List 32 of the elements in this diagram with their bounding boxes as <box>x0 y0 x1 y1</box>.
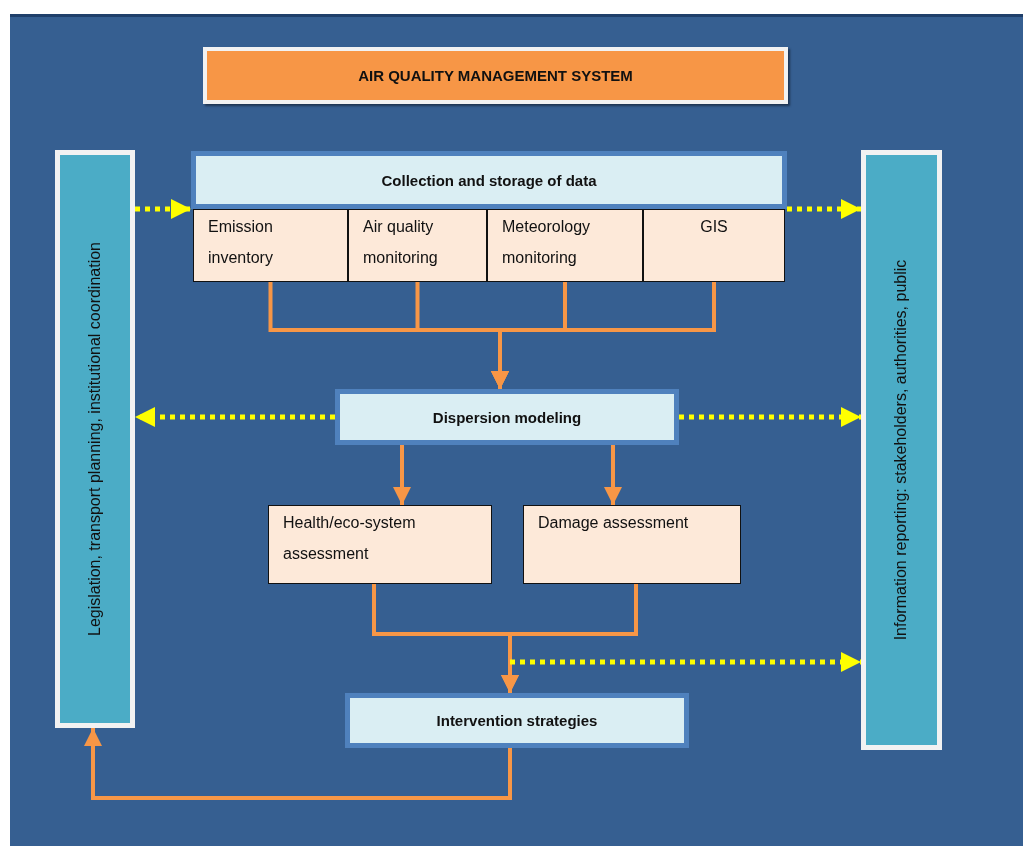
arrow <box>84 728 512 800</box>
process-box <box>191 151 787 209</box>
arrow <box>604 445 622 505</box>
node-label: Intervention strategies <box>436 712 598 729</box>
node-label: Damage assessment <box>538 513 689 533</box>
process-box <box>193 209 348 282</box>
process-box <box>345 693 689 748</box>
node-label: Information reporting: stakeholders, authorities, public <box>892 259 911 641</box>
dotted-arrow <box>510 652 861 672</box>
process-box <box>643 209 785 282</box>
node-label: Emission inventory <box>208 217 274 268</box>
dotted-arrow <box>679 407 861 427</box>
arrow <box>501 584 638 693</box>
node-label: Meteorology monitoring <box>502 217 592 268</box>
node-label: Air quality monitoring <box>363 217 439 268</box>
process-box <box>348 209 487 282</box>
side-bar-box <box>861 150 942 750</box>
node-label: Collection and storage of data <box>381 171 597 189</box>
node-label: GIS <box>700 217 728 237</box>
process-box <box>335 389 679 445</box>
side-bar-box <box>55 150 135 728</box>
node-label: Health/eco-system assessment <box>283 513 417 564</box>
dotted-arrow <box>787 199 861 219</box>
node-label: Legislation, transport planning, institutional coordination <box>86 242 104 636</box>
process-box <box>268 505 492 584</box>
title-banner: AIR QUALITY MANAGEMENT SYSTEM <box>203 47 788 104</box>
process-box <box>487 209 643 282</box>
process-box <box>523 505 741 584</box>
arrow <box>393 445 411 505</box>
node-label: Dispersion modeling <box>432 408 582 426</box>
dotted-arrow <box>135 407 335 427</box>
dotted-arrow <box>135 199 191 219</box>
